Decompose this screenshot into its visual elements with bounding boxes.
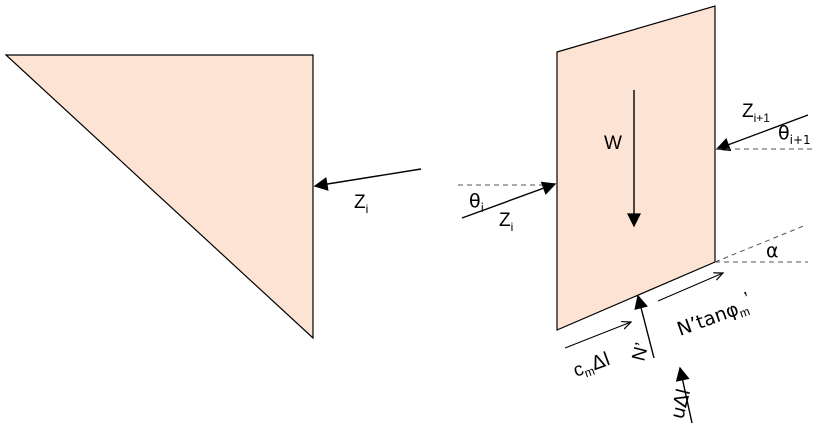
z-i-label: Zi — [499, 210, 513, 234]
cohesion-label: cmΔl — [570, 348, 614, 383]
z-left-label: Zi — [354, 192, 368, 216]
pore-pressure-arrow — [675, 366, 693, 424]
slice-body — [556, 5, 716, 331]
normal-force-label: N’ — [628, 341, 653, 364]
left-wedge — [4, 54, 314, 340]
theta-i1-label: θi+1 — [778, 122, 811, 147]
z-i1-arrow — [715, 114, 809, 152]
friction-label: N’tanφm’ — [672, 289, 755, 343]
z-left-arrow — [313, 168, 422, 191]
cohesion-arrow — [564, 322, 631, 349]
z-i1-label: Zi+1 — [742, 101, 770, 125]
weight-label: W — [604, 133, 622, 154]
normal-force-arrow — [634, 294, 655, 359]
theta-i-label: θi — [469, 190, 484, 215]
z-i-arrow — [461, 181, 557, 219]
base-extension — [714, 224, 807, 263]
friction-arrow — [657, 273, 723, 302]
alpha-label: α — [766, 240, 779, 262]
